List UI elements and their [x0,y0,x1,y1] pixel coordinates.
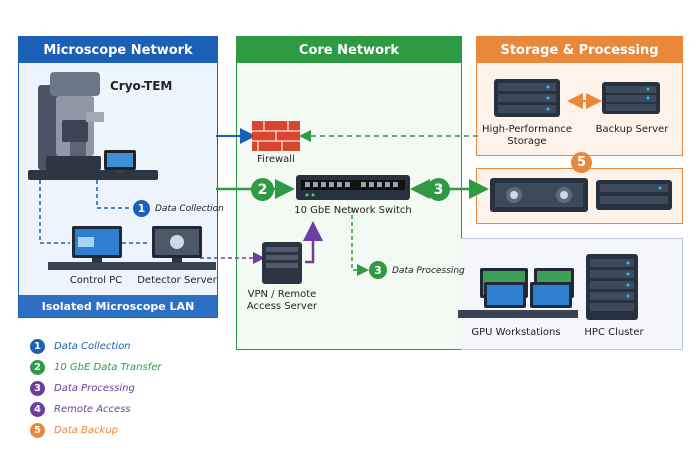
legend-badge: 4 [30,401,45,417]
firewall-label: Firewall [257,154,295,165]
network-switch-device [296,175,410,200]
legend-label: Data Collection [54,340,131,352]
cryo-tem-to-data-collection-line [96,180,132,209]
legend-badge: 1 [30,338,45,354]
microscope-monitor [104,150,136,173]
cryo-tem-label: Cryo-TEM [110,79,173,93]
storage-backup-unit [596,180,672,210]
legend-label: Remote Access [54,403,131,415]
vpn-server-device [262,242,302,284]
switch-to-processing-line [351,208,369,276]
detector-server [150,226,216,270]
switch-label: 10 GbE Network Switch [294,205,412,216]
legend-badge: 5 [30,422,45,438]
core-network-title: Core Network [237,37,461,63]
legend-item: 1 Data Collection [30,337,131,355]
legend-label: Data Backup [54,424,119,436]
hpc-cluster-label: HPC Cluster [584,327,644,338]
legend-item: 5 Data Backup [30,421,118,439]
step-transfer-badge: 2 [251,178,274,201]
legend-item: 3 Data Processing [30,379,135,397]
step-data-collection-label: Data Collection [155,204,224,214]
step-data-processing-label: Data Processing [392,266,465,276]
legend-label: 10 GbE Data Transfer [54,361,162,373]
control-pc [48,226,150,270]
control-pc-label: Control PC [69,275,123,286]
step-backup-badge: 5 [571,152,592,173]
storage-array-unit [490,178,588,212]
microscope-network-title: Microscope Network [19,37,217,63]
step-storage-badge: 3 [427,178,450,201]
vpn-to-switch-line [303,221,323,264]
vpn-label-line2: Access Server [246,301,318,312]
legend-badge: 2 [30,359,45,375]
lan-line-control-pc [39,180,70,244]
step-data-processing-badge: 3 [369,261,387,279]
backup-server-label: Backup Server [595,124,669,135]
legend-item: 4 Remote Access [30,400,131,418]
hp-storage-device [494,79,560,117]
cryo-tem-microscope [28,72,158,180]
gpu-workstations-label: GPU Workstations [471,327,561,338]
firewall-device [252,121,300,151]
legend-item: 2 10 GbE Data Transfer [30,358,161,376]
backup-server-device [602,82,660,114]
legend-badge: 3 [30,380,45,396]
step-data-collection-badge: 1 [133,200,150,217]
isolated-lan-footer: Isolated Microscope LAN [19,295,217,317]
vpn-label-line1: VPN / Remote [247,289,317,300]
gpu-workstations-device [458,268,578,318]
detector-server-label: Detector Server [137,275,217,286]
hpc-cluster-device [586,254,638,320]
legend-label: Data Processing [54,382,135,394]
storage-processing-title: Storage & Processing [477,37,682,63]
hp-storage-label-line1: High-Performance [482,124,572,135]
hp-storage-label-line2: Storage [507,136,547,147]
